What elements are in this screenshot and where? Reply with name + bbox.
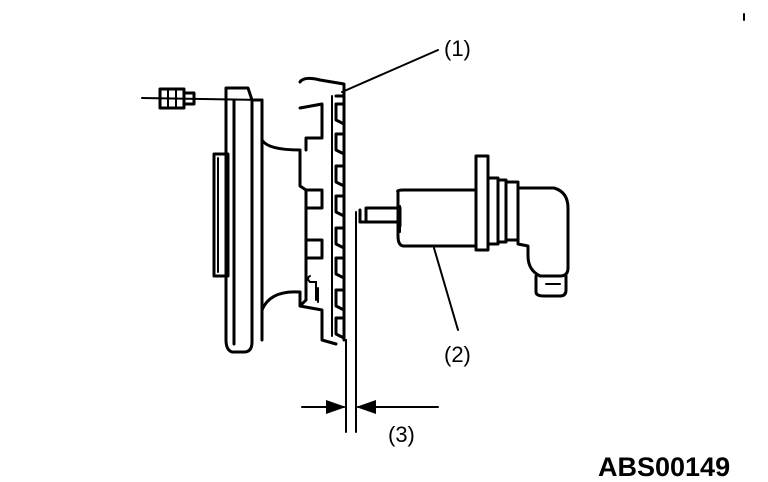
callout-2-label: (2): [444, 342, 471, 367]
tone-wheel: [298, 76, 346, 342]
hub-flange: [212, 86, 338, 354]
leader-lines: [341, 49, 459, 331]
figure-id: ABS00149: [598, 452, 730, 482]
wheel-speed-sensor: [358, 154, 570, 298]
mounting-bolt: [141, 87, 263, 110]
air-gap-dimension: [301, 400, 439, 414]
gap-reference-lines: [343, 211, 357, 433]
callout-1-label: (1): [444, 36, 471, 61]
callout-3-label: (3): [388, 422, 415, 447]
